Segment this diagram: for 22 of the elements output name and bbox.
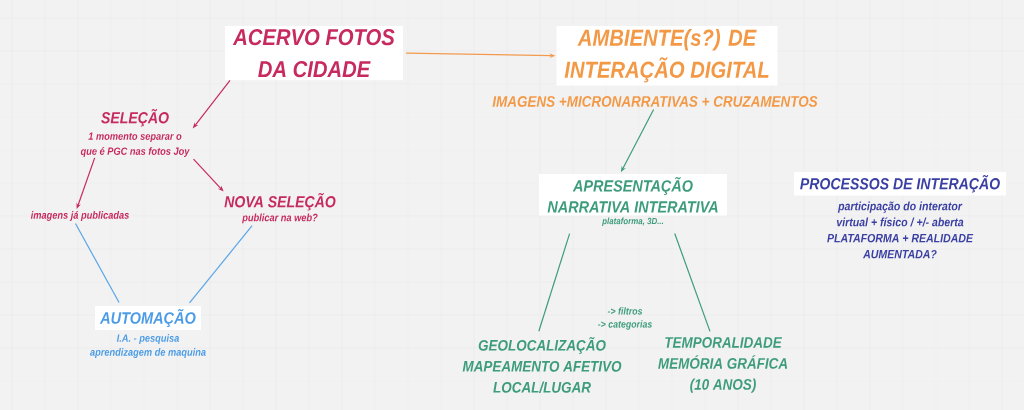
note-text: -> categorias [598,320,652,330]
description-text: 1 momento separar o que é PGC nas fotos Joy [80,132,190,157]
note-text: -> filtros [607,307,643,315]
highlighted-heading: PROCESSOS DE INTERAÇÃO [794,172,1006,196]
highlighted-heading: APRESENTAÇÃO NARRATIVA INTERATIVA [539,174,727,216]
subtitle-text: IMAGENS +MICRONARRATIVAS + CRUZAMENTOS [492,96,818,107]
heading: TEMPORALIDADE MEMÓRIA GRÁFICA (10 ANOS) [658,337,788,393]
connector-line [674,232,711,332]
heading: GEOLOCALIZAÇÃO MAPEAMENTO AFETIVO LOCAL/LUGAR [462,337,622,393]
description-text: plataforma, 3D... [602,217,664,226]
description-text: I.A. - pesquisa aprendizagem de maquina [90,334,206,358]
description-text: publicar na web? [242,213,318,224]
heading: NOVA SELEÇÃO [224,193,336,211]
heading: SELEÇÃO [101,109,169,127]
highlighted-heading: AMBIENTE(s?) DE INTERAÇÃO DIGITAL [556,26,778,86]
connector-line [74,222,120,304]
description-text: imagens já publicadas [30,211,129,221]
highlighted-heading: ACERVO FOTOS DA CIDADE [225,26,403,81]
connector-line [188,225,253,304]
highlighted-heading: AUTOMAÇÃO [95,306,201,331]
description-text: participação do interator virtual + físico / +/- aberta PLATAFORMA + REALIDADE AUMENTADA? [827,201,974,259]
connector-line [538,233,571,332]
